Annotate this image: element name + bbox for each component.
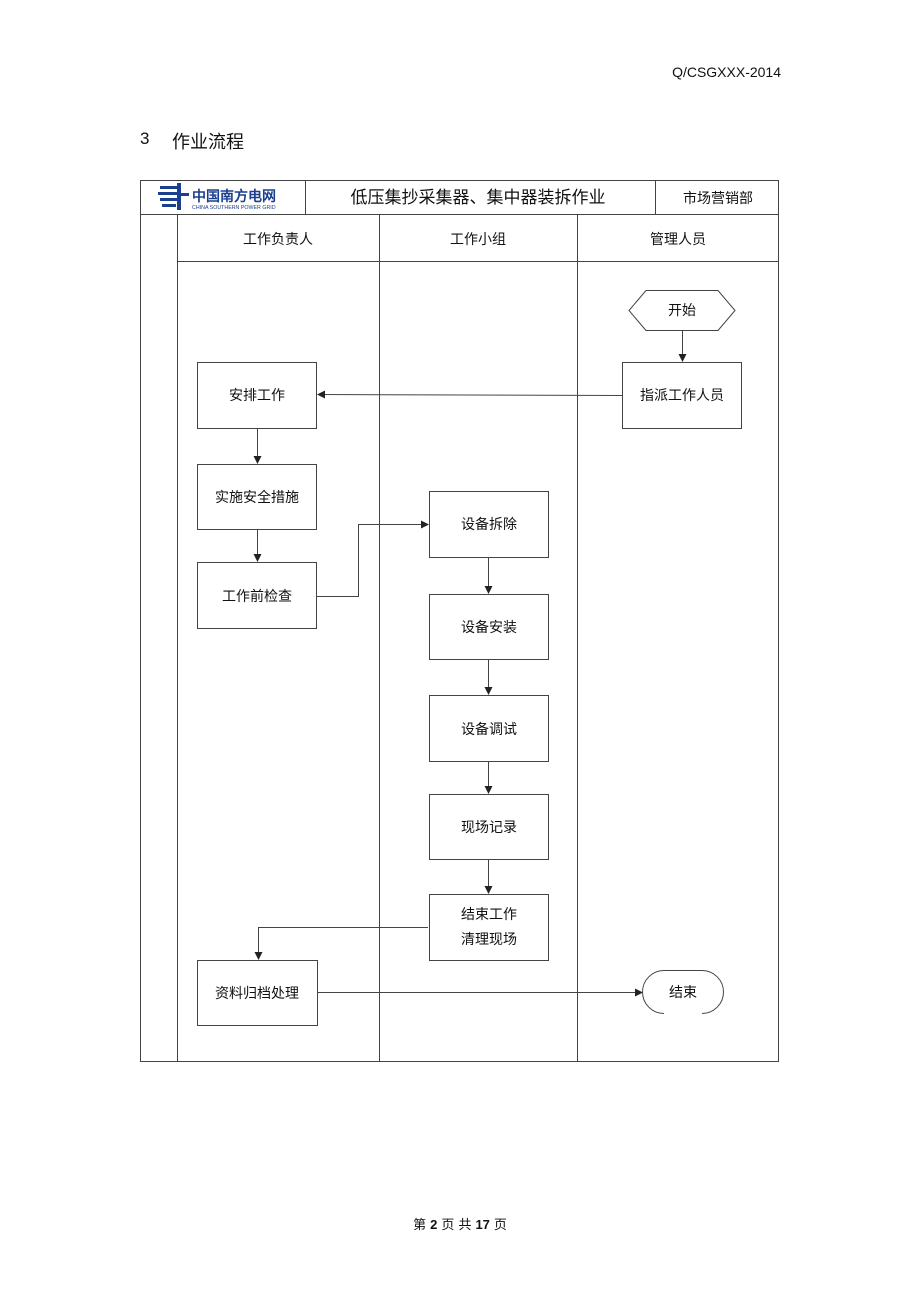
install-box: [429, 594, 549, 660]
department-label: 市场营销部: [683, 190, 753, 207]
archive-label: 资料归档处理: [215, 985, 299, 1002]
csg-logo: 中国南方电网 CHINA SOUTHERN POWER GRID: [158, 183, 276, 211]
connector-finish-to-archive: [254, 927, 428, 960]
logo-text-en: CHINA SOUTHERN POWER GRID: [192, 205, 276, 211]
pre-check-label: 工作前检查: [222, 588, 292, 605]
footer-middle: 页 共: [441, 1218, 472, 1233]
record-label: 现场记录: [461, 820, 517, 836]
connector-check-to-dismantle: [317, 520, 429, 597]
safety-measures-box: [197, 464, 317, 530]
archive-box: [197, 960, 318, 1026]
connector-assign-to-arrange: [317, 390, 623, 399]
finish-box: [429, 894, 549, 961]
end-label: 结束: [669, 985, 697, 1001]
table-frame: [140, 180, 779, 1062]
lane-header-work-team: 工作小组: [450, 232, 506, 248]
lane-header-work-leader: 工作负责人: [243, 232, 313, 248]
section-title: 作业流程: [172, 132, 244, 153]
record-box: [429, 794, 549, 860]
debug-box: [429, 695, 549, 762]
document-code: Q/CSGXXX-2014: [672, 64, 781, 80]
safety-measures-label: 实施安全措施: [215, 489, 299, 506]
logo-text-cn: 中国南方电网: [192, 188, 276, 205]
assign-people-label: 指派工作人员: [640, 388, 724, 404]
dismantle-box: [429, 491, 549, 558]
footer-page-number: 2: [430, 1217, 438, 1232]
start-node: [628, 290, 736, 331]
pre-check-box: [197, 562, 317, 629]
install-label: 设备安装: [461, 619, 517, 636]
dismantle-label: 设备拆除: [461, 516, 517, 533]
footer-prefix: 第: [413, 1218, 427, 1233]
debug-label: 设备调试: [461, 721, 517, 738]
assign-people-box: [622, 362, 742, 429]
footer-total-pages: 17: [475, 1217, 490, 1232]
table-title: 低压集抄采集器、集中器装拆作业: [351, 188, 606, 208]
finish-label-line2: 清理现场: [461, 932, 517, 948]
section-number: 3: [140, 129, 150, 148]
end-node: [642, 970, 724, 1014]
arrange-work-label: 安排工作: [229, 388, 285, 404]
lane-header-management: 管理人员: [650, 232, 706, 248]
grid-emblem-icon: [158, 183, 189, 210]
connectors: [253, 331, 687, 997]
finish-label-line1: 结束工作: [461, 907, 517, 923]
arrange-work-box: [197, 362, 317, 429]
start-label: 开始: [668, 303, 696, 319]
footer-suffix: 页: [493, 1218, 507, 1233]
